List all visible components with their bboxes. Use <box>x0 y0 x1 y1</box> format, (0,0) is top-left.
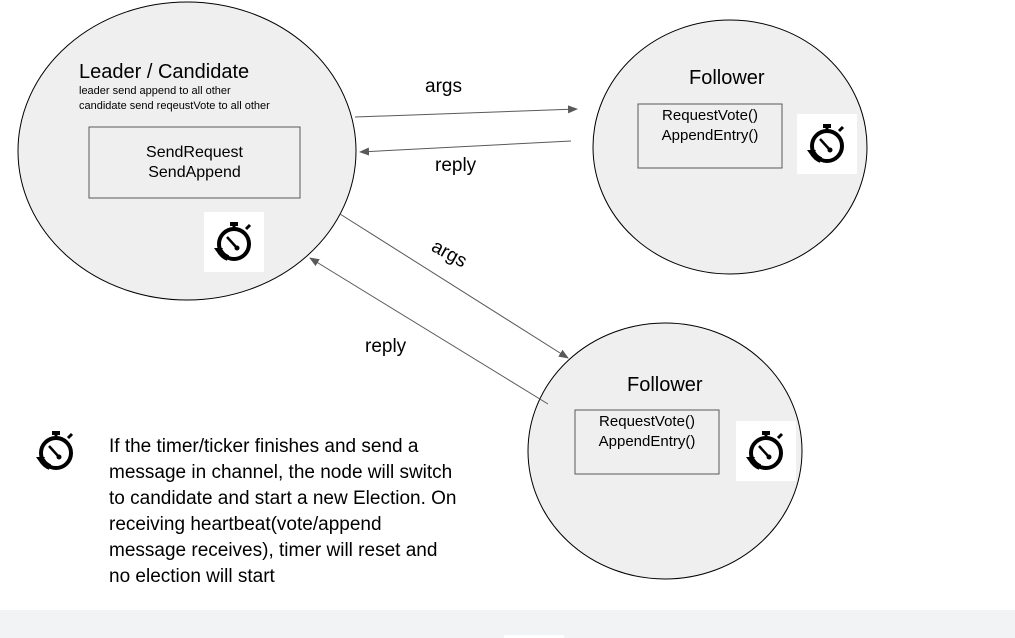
timer-legend-text: If the timer/ticker finishes and send a … <box>109 436 457 587</box>
edge-label-args-top: args <box>425 76 462 97</box>
leader-box-content: SendRequest SendAppend <box>89 143 300 183</box>
request-vote-label: RequestVote() <box>599 413 695 430</box>
follower-top-stopwatch-icon <box>797 114 857 174</box>
edge-label-reply-top: reply <box>435 155 477 176</box>
leader-stopwatch-icon <box>204 212 264 272</box>
follower-top-methods-box <box>637 103 783 169</box>
legend-stopwatch-icon <box>26 421 86 481</box>
bottom-bar <box>0 610 1015 638</box>
leader-node <box>17 1 357 301</box>
bottom-bar-handle[interactable] <box>504 635 564 638</box>
leader-note-line2: candidate send reqeustVote to all other <box>79 100 270 112</box>
request-vote-label: RequestVote() <box>662 107 758 124</box>
follower-bottom-methods-box <box>574 409 720 475</box>
follower-bottom-stopwatch-icon <box>736 421 796 481</box>
append-entry-label: AppendEntry() <box>661 127 759 144</box>
leader-methods-box <box>88 126 301 199</box>
follower-bottom-box-content: RequestVote() AppendEntry() <box>575 412 719 452</box>
send-request-label: SendRequest <box>146 144 243 161</box>
edge-label-reply-diagonal: reply <box>365 336 407 357</box>
follower-top-box-content: RequestVote() AppendEntry() <box>638 106 782 146</box>
edge-args-to-top-follower <box>354 105 578 118</box>
leader-title: Leader / Candidate <box>79 61 250 83</box>
follower-bottom-title: Follower <box>627 374 703 396</box>
follower-top-title: Follower <box>689 67 765 89</box>
append-entry-label: AppendEntry() <box>598 433 696 450</box>
leader-note-line1: leader send append to all other <box>79 85 231 97</box>
send-append-label: SendAppend <box>148 164 241 181</box>
follower-top-node <box>592 19 868 275</box>
edge-reply-from-top-follower <box>359 140 572 156</box>
edge-args-to-bottom-follower <box>339 213 569 359</box>
edge-reply-from-bottom-follower <box>309 257 549 405</box>
follower-bottom-node <box>527 322 803 580</box>
